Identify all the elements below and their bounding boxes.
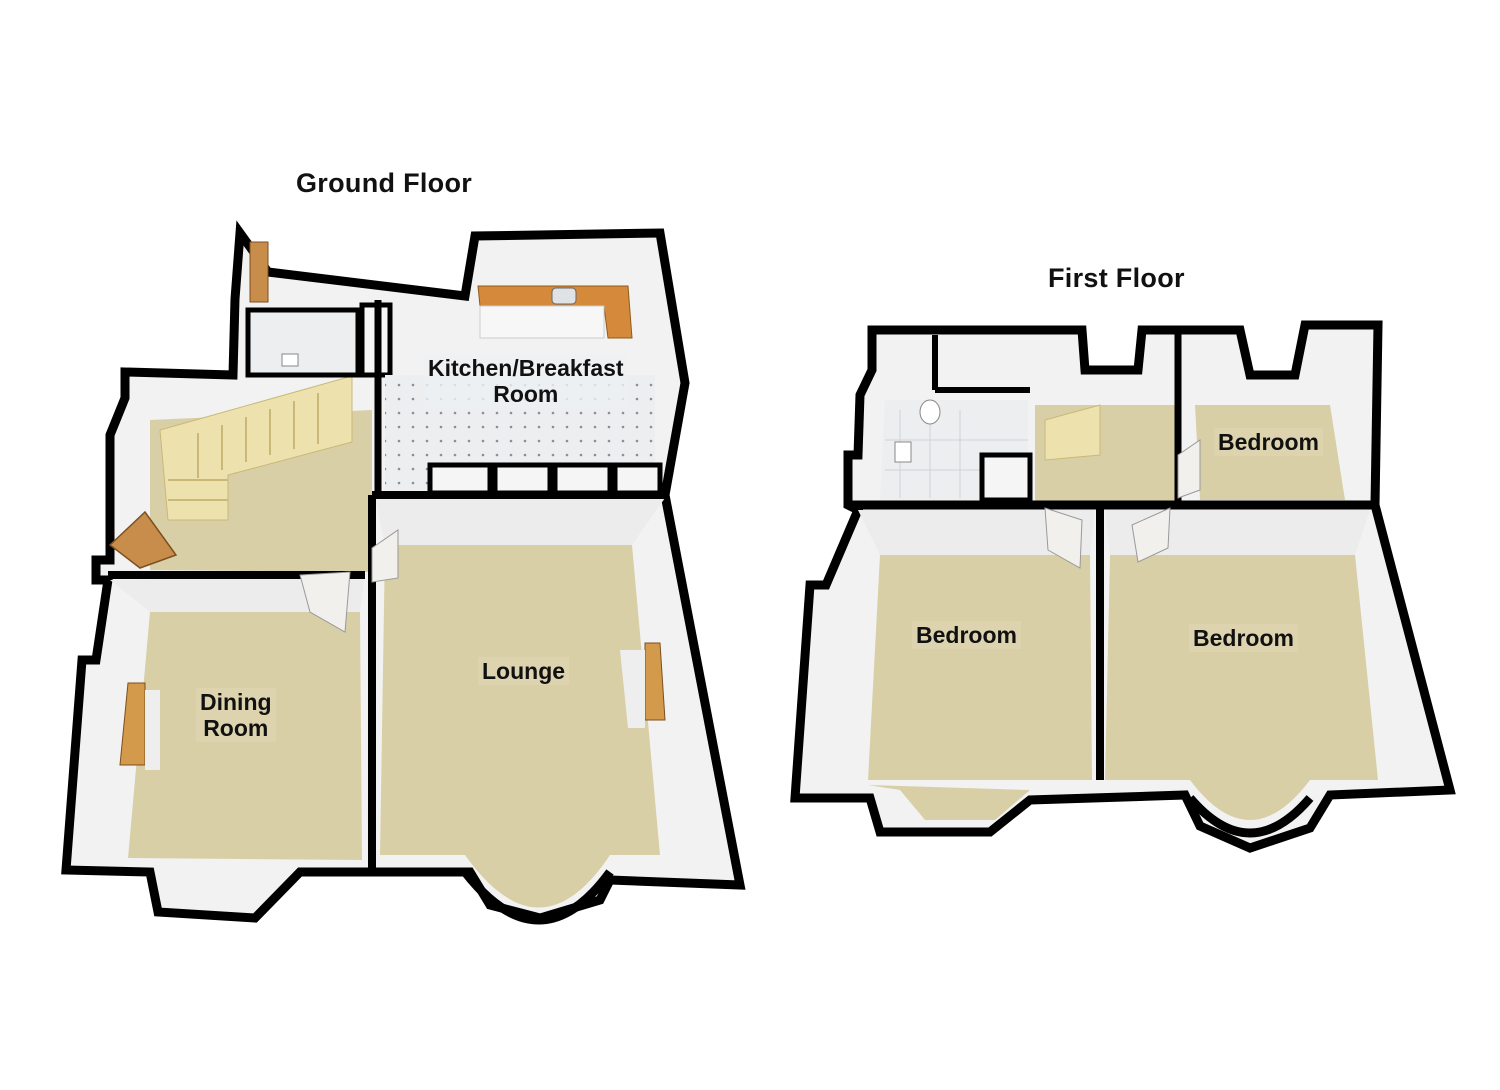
airing-cupboard <box>979 452 1033 503</box>
lounge-floor <box>380 545 660 855</box>
kitchen-units <box>479 305 605 339</box>
kitchen-label-line-2: Room <box>493 381 559 407</box>
first-floor-plan <box>790 320 1456 853</box>
lounge-label: Lounge <box>478 657 570 685</box>
front-door <box>108 510 178 569</box>
bedroom-2-floor <box>1105 555 1378 780</box>
first-floor-stairs <box>1044 404 1101 461</box>
lounge-walls <box>375 498 665 545</box>
kitchen-breakfast-room-label: Kitchen/Breakfast Room <box>424 354 628 408</box>
side-door <box>249 241 269 303</box>
bedroom-left-label: Bedroom <box>912 621 1021 649</box>
dining-label-line-1: Dining <box>200 689 272 715</box>
bedroom-left-label-text: Bedroom <box>916 622 1017 648</box>
ground-floor-title: Ground Floor <box>296 168 473 198</box>
bedroom-1-walls <box>858 510 1095 555</box>
bedroom-2-bay-window <box>1190 780 1310 820</box>
dining-label-line-2: Room <box>203 715 269 741</box>
basin-icon <box>894 441 912 463</box>
bedroom-2-walls <box>1105 510 1370 555</box>
lounge-bay-window <box>465 855 610 908</box>
first-floor-title: First Floor <box>1048 263 1185 293</box>
ground-floor-plan <box>61 220 746 925</box>
basin-icon <box>281 353 299 367</box>
dining-room-walls <box>110 575 365 612</box>
bedroom-1-floor <box>868 555 1092 780</box>
bedroom-small-label-text: Bedroom <box>1218 429 1319 455</box>
kitchen-cupboards <box>427 462 663 496</box>
bedroom-1-door <box>1044 507 1083 569</box>
wc-room-floor <box>245 307 361 378</box>
bedroom-2-door <box>1131 507 1171 563</box>
sink-icon <box>551 287 577 305</box>
bedroom-3-door <box>1177 439 1201 499</box>
bedroom-small-label: Bedroom <box>1214 428 1323 456</box>
toilet-icon <box>919 399 941 425</box>
lounge-door <box>371 529 399 583</box>
bedroom-right-label-text: Bedroom <box>1193 625 1294 651</box>
bedroom-right-label: Bedroom <box>1189 624 1298 652</box>
dining-door <box>299 571 351 633</box>
lounge-label-line-1: Lounge <box>482 658 566 684</box>
dining-room-label: Dining Room <box>196 688 276 742</box>
kitchen-label-line-1: Kitchen/Breakfast <box>428 355 624 381</box>
